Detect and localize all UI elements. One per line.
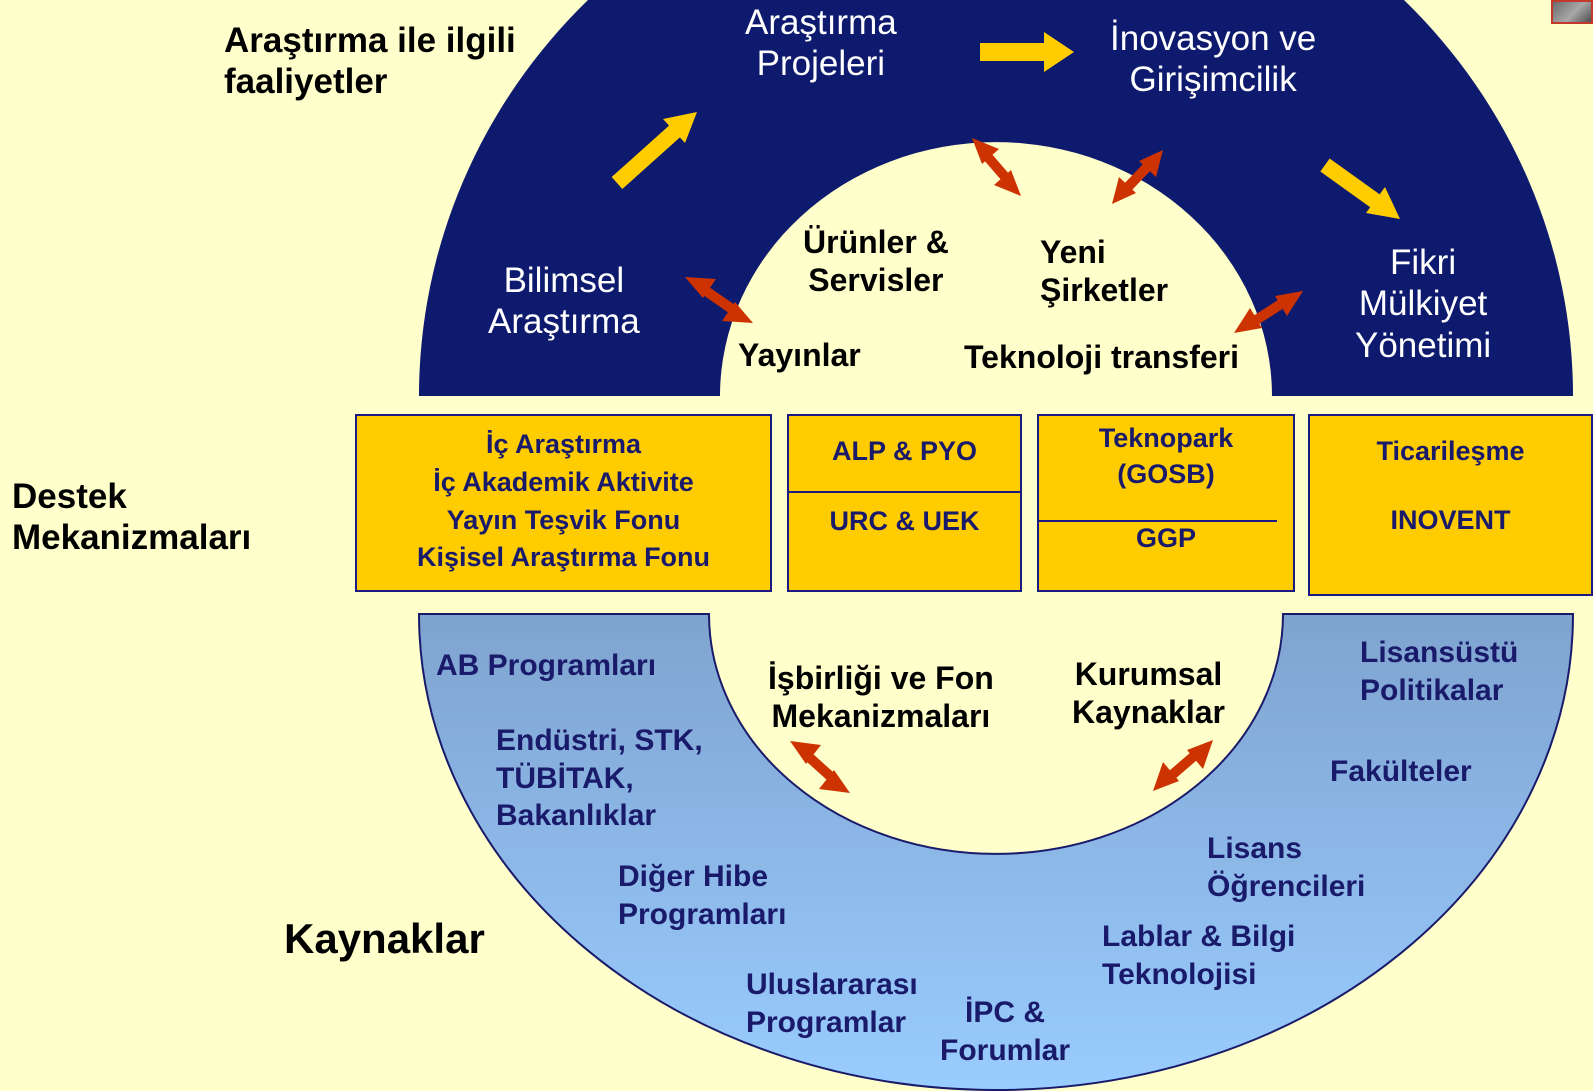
red-double-arrow-2 (972, 138, 1021, 196)
yellow-arrow-3 (1320, 158, 1400, 219)
ip-management-text: Fikri Mülkiyet Yönetimi (1355, 243, 1492, 365)
resources-label: Kaynaklar (284, 915, 485, 962)
box-commercialization: Ticarileşme INOVENT (1308, 414, 1593, 596)
cooperation-text: İşbirliği ve Fon Mekanizmaları (768, 660, 994, 734)
faculties-text: Fakülteler (1330, 755, 1472, 788)
international-programs-text: Uluslararası Programlar (746, 968, 918, 1039)
box-teknopark: Teknopark (GOSB) GGP (1037, 414, 1295, 592)
industry-text: Endüstri, STK, TÜBİTAK, Bakanlıklar (496, 724, 703, 832)
products-services-text: Ürünler & Servisler (803, 224, 949, 298)
bottom-ring (417, 613, 1575, 1091)
ipc-forums-text: İPC & Forumlar (940, 996, 1071, 1067)
yellow-arrow-2 (980, 32, 1074, 72)
red-double-arrow-6 (1153, 740, 1213, 791)
new-companies-text: Yeni Şirketler (1040, 234, 1169, 308)
yellow-arrow-1 (611, 112, 697, 189)
red-double-arrow-4 (1234, 291, 1303, 333)
box-alp-urc: ALP & PYO URC & UEK (787, 414, 1022, 592)
red-double-arrow-1 (685, 277, 753, 323)
publications-text: Yayınlar (738, 337, 861, 373)
labs-it-text: Lablar & Bilgi Teknolojisi (1102, 920, 1296, 991)
support-mechanisms-label: Destek Mekanizmaları (12, 477, 252, 558)
scientific-research-text: Bilimsel Araştırma (488, 261, 640, 342)
research-projects-text: Araştırma Projeleri (745, 3, 897, 84)
undergrad-students-text: Lisans Öğrencileri (1207, 832, 1366, 903)
eu-programs-text: AB Programları (436, 649, 657, 682)
red-double-arrow-5 (790, 741, 850, 793)
other-grants-text: Diğer Hibe Programları (618, 860, 787, 931)
institutional-resources-text: Kurumsal Kaynaklar (1072, 656, 1225, 730)
box-internal-research: İç Araştırma İç Akademik Aktivite Yayın … (355, 414, 772, 592)
red-double-arrow-3 (1112, 150, 1163, 204)
tech-transfer-text: Teknoloji transferi (964, 339, 1240, 375)
innovation-text: İnovasyon ve Girişimcilik (1110, 19, 1317, 100)
research-activities-label: Araştırma ile ilgili faaliyetler (224, 21, 516, 102)
photo-thumbnail (1551, 0, 1593, 24)
graduate-policies-text: Lisansüstü Politikalar (1360, 636, 1519, 707)
